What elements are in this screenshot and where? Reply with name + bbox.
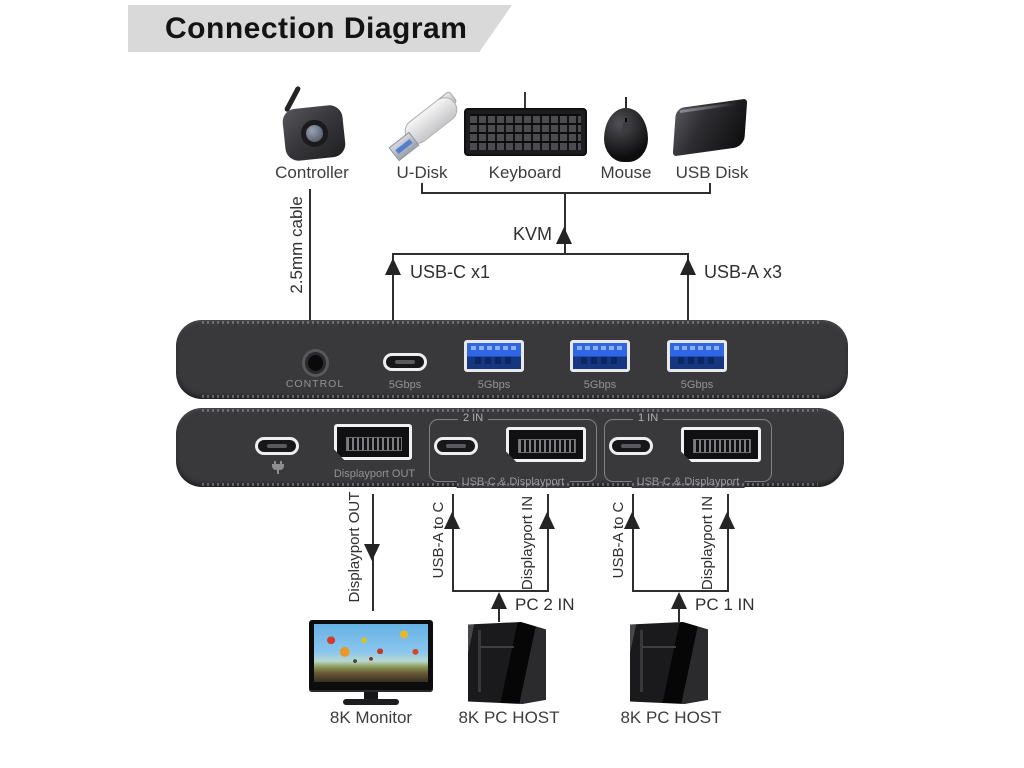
monitor-screen (314, 624, 428, 682)
pc2-dp-line (547, 494, 549, 592)
pc2-label: 8K PC HOST (458, 708, 560, 727)
control-jack (302, 349, 329, 377)
displayport-out-port (334, 424, 412, 460)
pc2-displayport-port (506, 427, 586, 462)
page-title: Connection Diagram (165, 12, 468, 45)
usba-x3-label: USB-A x3 (704, 262, 783, 282)
udisk-tick-line (421, 183, 423, 194)
udisk-label: U-Disk (396, 163, 448, 182)
keyboard-label: Keyboard (488, 163, 562, 182)
pc2-usb-line (452, 494, 454, 592)
usb-a-port-2 (570, 340, 630, 372)
pc1-dp-arrow-up-icon (719, 512, 735, 529)
mouse-label: Mouse (600, 163, 652, 182)
pc1-in-label: PC 1 IN (695, 595, 755, 614)
kvm-arrow-up-icon (556, 227, 572, 244)
kvm-front-panel: CONTROL 5Gbps 5Gbps 5Gbps 5Gbps (176, 320, 848, 399)
pc1-usb-line-label: USB-A to C (610, 501, 627, 579)
udisk-icon (385, 90, 465, 164)
pc2-in-arrow-up-icon (491, 592, 507, 609)
keyboard-icon (464, 92, 587, 158)
controller-label: Controller (275, 163, 349, 182)
monitor-icon (309, 620, 433, 708)
peripheral-bracket-line (421, 192, 711, 194)
pc2-tower-icon (468, 622, 546, 704)
monitor-label: 8K Monitor (329, 708, 413, 727)
cable-label: 2.5mm cable (287, 196, 306, 294)
pc1-dp-line-label: Displayport IN (699, 495, 716, 591)
pc2-dp-line-label: Displayport IN (519, 495, 536, 591)
title-banner: Connection Diagram (128, 5, 512, 52)
power-plug-icon (271, 461, 285, 474)
pc1-usb-line (632, 494, 634, 592)
pc2-join-line (452, 590, 549, 592)
usba-arrow-up-icon (680, 258, 696, 275)
pc2-usb-c-port (434, 437, 478, 455)
usbc-arrow-up-icon (385, 258, 401, 275)
pc1-join-line (632, 590, 729, 592)
pc1-stub-line (678, 608, 680, 622)
pc1-usb-c-port (609, 437, 653, 455)
usb-a-port-1 (464, 340, 524, 372)
pc1-tower-icon (630, 622, 708, 704)
pc2-usb-arrow-up-icon (444, 512, 460, 529)
controller-icon (276, 85, 354, 163)
pc1-usb-arrow-up-icon (624, 512, 640, 529)
pc2-in-label: PC 2 IN (515, 595, 575, 614)
control-port-label: CONTROL (285, 378, 345, 390)
pc2-group-label: USB-C & Displayport (456, 476, 570, 488)
displayport-out-port-label: Displayport OUT (333, 468, 416, 480)
usb-a-port-3 (667, 340, 727, 372)
pc1-label: 8K PC HOST (620, 708, 722, 727)
pc1-dp-line (727, 494, 729, 592)
usbc-x1-label: USB-C x1 (410, 262, 491, 282)
pc2-group-title: 2 IN (458, 412, 489, 424)
usba-speed-label-3: 5Gbps (680, 379, 714, 391)
pc1-group-label: USB-C & Displayport (631, 476, 745, 488)
usbdisk-icon (672, 96, 750, 158)
controller-button (299, 118, 329, 148)
pc1-displayport-port (681, 427, 761, 462)
dp-out-arrow-down-icon (364, 544, 380, 561)
mouse-icon (604, 97, 650, 162)
kvm-back-panel: Displayport OUT 2 IN USB-C & Displayport… (176, 408, 844, 488)
pc2-stub-line (498, 608, 500, 622)
usb-c-port (383, 353, 427, 371)
kvm-label: KVM (512, 224, 552, 244)
pc1-group-title: 1 IN (633, 412, 664, 424)
power-usb-c-port (255, 437, 299, 455)
usbc-speed-label: 5Gbps (388, 379, 422, 391)
control-cable-line (309, 189, 311, 320)
kvm-line (564, 194, 566, 255)
usba-speed-label-2: 5Gbps (583, 379, 617, 391)
pc1-port-group: 1 IN USB-C & Displayport (604, 412, 772, 488)
pc2-dp-arrow-up-icon (539, 512, 555, 529)
usbdisk-tick-line (709, 183, 711, 194)
usb-bracket-line (392, 253, 689, 255)
usbc-drop-line (392, 255, 394, 320)
usbdisk-label: USB Disk (675, 163, 749, 182)
usba-drop-line (687, 255, 689, 320)
dp-out-line-label: Displayport OUT (346, 491, 363, 603)
usba-speed-label-1: 5Gbps (477, 379, 511, 391)
pc2-usb-line-label: USB-A to C (430, 501, 447, 579)
pc1-in-arrow-up-icon (671, 592, 687, 609)
